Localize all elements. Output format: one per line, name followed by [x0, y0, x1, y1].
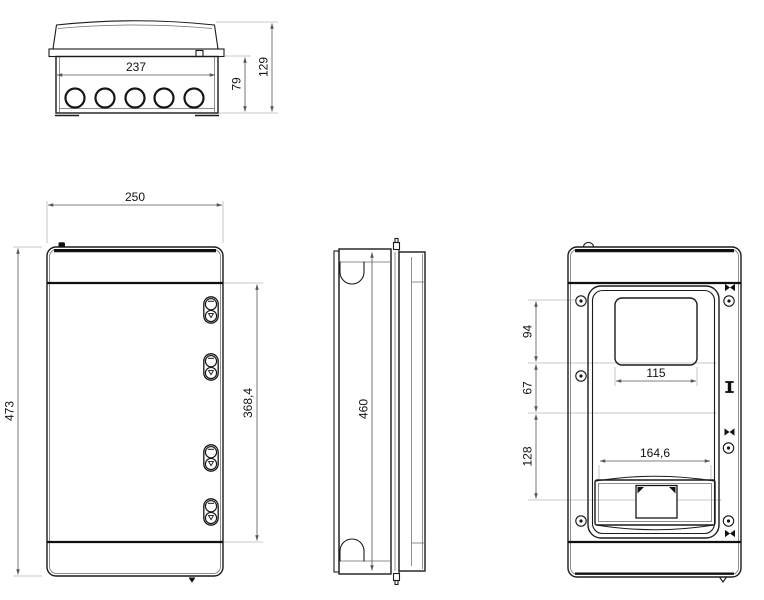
inner-panel-frame — [587, 285, 720, 539]
knockout-circle — [153, 87, 175, 109]
front-view-geometry — [46, 242, 224, 583]
dim-front-door-height: 368,4 — [241, 388, 255, 418]
side-view-geometry — [333, 237, 426, 586]
datum-triangle-mark — [188, 577, 196, 583]
door-latch-icon — [203, 498, 219, 526]
mounting-slot-bottom — [339, 538, 365, 562]
latch-cam-icon — [725, 529, 735, 538]
hinge-pin-top-tip — [394, 237, 399, 244]
screw-icon — [575, 515, 587, 527]
back-wall-profile — [333, 250, 340, 573]
knockout-circle — [183, 87, 205, 109]
dim-top-width: 237 — [126, 60, 146, 74]
hinge-pin-bottom-tip — [394, 579, 399, 586]
dim-side-height: 460 — [357, 399, 371, 419]
meter-window — [614, 297, 698, 366]
screw-icon — [575, 295, 587, 307]
dim-rear-seg-mid: 67 — [521, 381, 535, 395]
door-latch-icon — [203, 296, 219, 324]
lid-clip-detail — [195, 49, 204, 58]
door-latch-icon — [203, 444, 219, 472]
screw-icon — [575, 370, 587, 382]
side-view-dimensions: 460 — [356, 252, 374, 571]
knockout-circle — [64, 87, 86, 109]
din-rail-assembly — [594, 475, 716, 531]
door-profile — [398, 251, 426, 572]
dim-front-width: 250 — [125, 190, 145, 204]
latch-cam-icon — [724, 428, 735, 436]
top-view-geometry — [48, 20, 225, 117]
hinge-pin-top — [392, 241, 401, 251]
latch-cam-icon — [725, 283, 735, 292]
latch-cam-locked-icon — [725, 381, 734, 393]
dim-rear-rail-width: 164,6 — [640, 446, 670, 460]
rear-view: 94 67 128 115 164,6 — [521, 241, 742, 583]
screw-icon — [722, 515, 735, 527]
screw-icon — [722, 442, 735, 454]
top-view-extension-lines — [216, 21, 278, 114]
hinge-pin-mark — [58, 242, 65, 247]
top-view: 237 79 129 — [48, 20, 278, 117]
mounting-slot-top — [339, 261, 365, 285]
cable-knockouts — [64, 87, 205, 109]
screw-icon — [723, 295, 735, 307]
front-view-dimensions: 250 473 368,4 — [3, 190, 259, 575]
knockout-circle — [124, 87, 146, 109]
front-view-extension-lines — [13, 201, 263, 577]
dim-rear-window-width: 115 — [646, 366, 665, 380]
top-view-dimensions: 237 79 129 — [56, 23, 274, 112]
rear-view-extension-lines — [528, 299, 722, 501]
side-view: 460 — [333, 237, 426, 586]
knockout-circle — [94, 87, 116, 109]
dim-top-total-depth: 129 — [257, 57, 271, 77]
datum-triangle-mark — [718, 576, 728, 583]
rear-view-geometry — [567, 241, 742, 583]
din-rail-device — [635, 484, 678, 519]
dim-rear-seg-bottom: 128 — [521, 446, 535, 466]
hinge-pin-mark — [582, 241, 595, 248]
dim-rear-seg-top: 94 — [521, 325, 535, 339]
front-view: 250 473 368,4 — [3, 190, 263, 583]
dim-front-height: 473 — [3, 401, 17, 421]
dim-top-depth: 79 — [230, 77, 244, 91]
latch-cam-marks — [724, 283, 735, 538]
rear-view-dimensions: 94 67 128 115 164,6 — [521, 301, 711, 499]
hinge-pin-bottom — [392, 572, 401, 582]
door-latch-icon — [203, 353, 219, 381]
